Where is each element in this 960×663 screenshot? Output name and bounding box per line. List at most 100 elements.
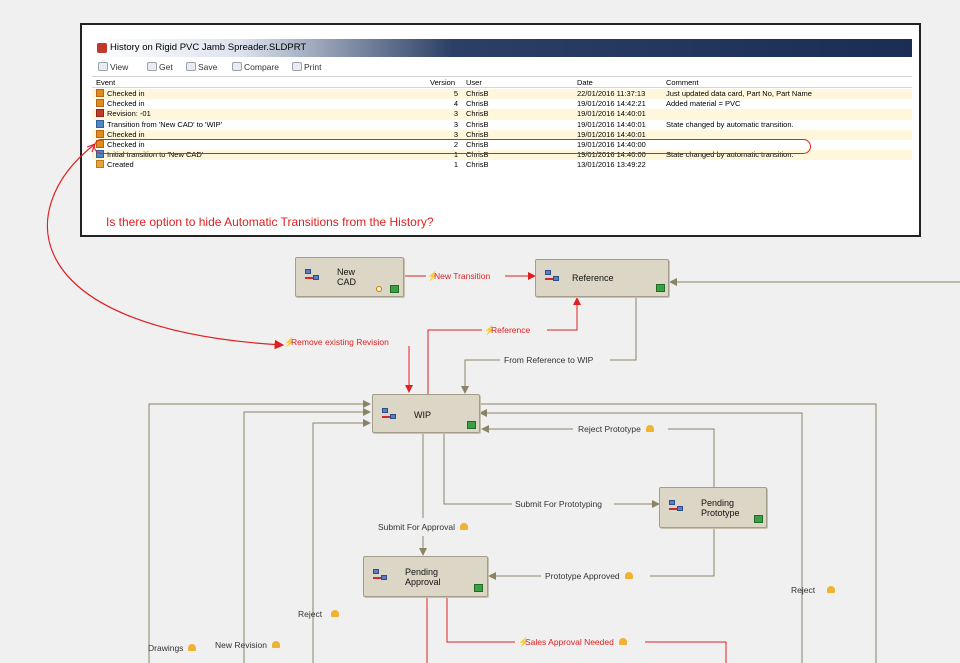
compare-button[interactable]: Compare: [232, 59, 279, 75]
question-annotation: Is there option to hide Automatic Transi…: [106, 215, 434, 229]
transition-remove-existing-revision[interactable]: ⚡Remove existing Revision: [284, 337, 389, 347]
version-cell: 1: [453, 160, 458, 170]
version-cell: 1: [453, 150, 458, 160]
table-row[interactable]: Checked in 4 ChrisB 19/01/2016 14:42:21 …: [92, 99, 912, 109]
flag-icon: [390, 285, 399, 293]
checked-in-icon: [96, 139, 104, 148]
transition-new-revision-line: [243, 408, 371, 663]
event-cell: Created: [107, 160, 134, 170]
date-cell: 19/01/2016 14:42:21: [577, 99, 646, 109]
checked-in-icon: [96, 89, 104, 97]
print-button[interactable]: Print: [292, 59, 321, 75]
view-icon: [98, 62, 108, 71]
state-pending-prototype[interactable]: Pending Prototype: [659, 487, 767, 528]
transition-prototype-approved-line: [489, 528, 715, 576]
transition-submit-for-prototyping[interactable]: Submit For Prototyping: [515, 499, 602, 509]
transition-right-outer-line: [478, 403, 877, 663]
transition-sales-approval-needed[interactable]: ⚡Sales Approval Needed: [518, 637, 627, 647]
table-row[interactable]: Checked in 3 ChrisB 19/01/2016 14:40:01: [92, 129, 912, 140]
date-cell: 22/01/2016 11:37:13: [577, 89, 646, 98]
transition-drawings[interactable]: Drawings: [148, 643, 197, 653]
state-reference[interactable]: Reference: [535, 259, 669, 297]
annotation-arrow-head-start: [86, 143, 96, 153]
comment-cell: Added material = PVC: [666, 99, 741, 109]
version-cell: 3: [453, 129, 458, 139]
event-cell: Checked in: [107, 99, 145, 109]
state-pending-approval[interactable]: Pending Approval: [363, 556, 488, 597]
transition-reject-left-line: [312, 419, 371, 663]
transition-icon: [96, 150, 104, 159]
event-cell: Revision: -01: [107, 109, 151, 119]
flag-icon: [467, 421, 476, 429]
column-header-version[interactable]: Version: [430, 78, 456, 87]
date-cell: 19/01/2016 14:40:01: [577, 109, 646, 119]
bell-icon: [460, 523, 469, 530]
event-cell: Checked in: [107, 139, 145, 149]
save-button[interactable]: Save: [186, 59, 217, 75]
get-icon: [147, 62, 157, 71]
transition-reference[interactable]: ⚡Reference: [484, 325, 531, 335]
user-cell: ChrisB: [466, 129, 489, 139]
table-row[interactable]: Revision: -01 3 ChrisB 19/01/2016 14:40:…: [92, 109, 912, 120]
transition-reference-to-wip-line: [465, 296, 637, 393]
state-label: Pending Approval: [405, 567, 441, 587]
get-button[interactable]: Get: [147, 59, 173, 75]
transition-reference-line: [427, 298, 577, 394]
user-cell: ChrisB: [466, 99, 489, 109]
annotation-arrow: [46, 143, 285, 350]
state-label: Pending Prototype: [701, 498, 740, 518]
column-header-event[interactable]: Event: [96, 78, 116, 87]
state-icon: [545, 270, 563, 286]
event-cell: Initial transition to 'New CAD': [107, 150, 204, 160]
revision-icon: [376, 286, 382, 292]
table-row[interactable]: Checked in 5 ChrisB 22/01/2016 11:37:13 …: [92, 89, 912, 100]
user-cell: ChrisB: [466, 109, 489, 119]
lightning-icon: ⚡: [518, 637, 530, 647]
compare-icon: [232, 62, 242, 71]
date-cell: 13/01/2016 13:49:22: [577, 160, 646, 170]
column-header-user[interactable]: User: [466, 78, 482, 87]
table-row[interactable]: Transition from 'New CAD' to 'WIP' 3 Chr…: [92, 119, 912, 130]
view-button[interactable]: View: [98, 59, 128, 75]
comment-cell: Just updated data card, Part No, Part Na…: [666, 89, 812, 98]
save-icon: [186, 62, 196, 71]
history-toolbar: View Get Save Compare Print: [92, 59, 912, 75]
transition-sales-approval-line: [446, 597, 727, 663]
column-header-date[interactable]: Date: [577, 78, 593, 87]
lightning-icon: ⚡: [427, 271, 439, 281]
version-cell: 4: [453, 99, 458, 109]
state-icon: [373, 569, 391, 585]
transition-reject-prototype[interactable]: Reject Prototype: [578, 424, 654, 434]
table-row[interactable]: Initial transition to 'New CAD' 1 ChrisB…: [92, 150, 912, 161]
transition-prototype-approved[interactable]: Prototype Approved: [545, 571, 633, 581]
state-label: New CAD: [337, 267, 357, 287]
bell-icon: [271, 641, 280, 648]
bell-icon: [827, 586, 836, 593]
transition-submit-for-approval[interactable]: Submit For Approval: [378, 522, 469, 532]
state-icon: [382, 408, 400, 424]
history-window: History on Rigid PVC Jamb Spreader.SLDPR…: [80, 23, 921, 237]
date-cell: 19/01/2016 14:40:01: [577, 119, 646, 129]
flag-icon: [656, 284, 665, 292]
version-cell: 3: [453, 109, 458, 119]
lightning-icon: ⚡: [484, 325, 496, 335]
transition-from-reference-to-wip[interactable]: From Reference to WIP: [504, 355, 594, 365]
transition-reject-prototype-line: [482, 429, 715, 488]
comment-cell: State changed by automatic transition.: [666, 150, 794, 160]
transition-new-transition[interactable]: ⚡New Transition: [427, 271, 491, 281]
version-cell: 3: [453, 119, 458, 129]
event-cell: Checked in: [107, 89, 145, 98]
transition-reject-right[interactable]: Reject: [791, 585, 836, 595]
state-label: Reference: [572, 273, 614, 283]
event-cell: Checked in: [107, 129, 145, 139]
transition-reject-left[interactable]: Reject: [298, 609, 340, 619]
table-row[interactable]: Created 1 ChrisB 13/01/2016 13:49:22: [92, 160, 912, 170]
state-wip[interactable]: WIP: [372, 394, 480, 433]
column-header-comment[interactable]: Comment: [666, 78, 699, 87]
transition-new-revision[interactable]: New Revision: [215, 640, 280, 650]
state-new-cad[interactable]: New CAD: [295, 257, 404, 297]
table-row[interactable]: Checked in 2 ChrisB 19/01/2016 14:40:00: [92, 139, 912, 150]
transition-submit-prototyping-line: [443, 433, 659, 504]
transition-reject-right-line: [479, 409, 803, 663]
